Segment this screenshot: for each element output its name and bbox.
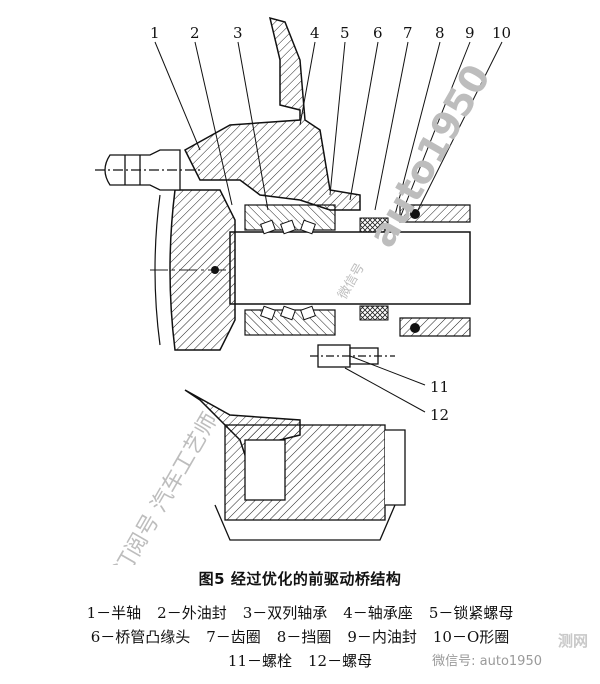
legend-item-12: 12－螺母 — [308, 652, 373, 670]
legend-item-5: 5－锁紧螺母 — [428, 604, 514, 622]
watermark-diagonal-right: auto1950 — [360, 57, 499, 255]
hub-center — [211, 266, 219, 274]
bolt-and-nut — [310, 344, 395, 368]
figure-title: 图5 经过优化的前驱动桥结构 — [198, 570, 402, 588]
legend-item-1: 1－半轴 — [86, 604, 142, 622]
legend-item-7: 7－齿圈 — [206, 628, 261, 646]
watermark-diagonal-left: 请关注 订阅号 汽车工艺师 — [74, 409, 224, 565]
callout-10: 10 — [492, 24, 511, 42]
legend-item-6: 6－桥管凸缘头 — [90, 628, 191, 646]
callout-leaders — [154, 41, 503, 413]
callout-11: 11 — [430, 378, 449, 396]
legend-item-10: 10－O形圈 — [432, 628, 510, 646]
inner-seal-lower — [359, 305, 389, 321]
legend-item-8: 8－挡圈 — [276, 628, 332, 646]
o-ring-upper — [410, 209, 420, 219]
callout-12: 12 — [430, 406, 449, 424]
callout-9: 9 — [465, 24, 475, 42]
callout-8: 8 — [435, 24, 445, 42]
inner-seal-upper — [359, 217, 389, 233]
wheel-stud-nut — [95, 149, 200, 191]
hub-flange — [169, 189, 236, 351]
legend-row-1: 1－半轴 2－外油封 3－双列轴承 4－轴承座 5－锁紧螺母 — [0, 602, 600, 623]
watermark-site: 测网 — [557, 632, 588, 650]
legend-item-4: 4－轴承座 — [343, 604, 413, 622]
legend-item-9: 9－内油封 — [347, 628, 417, 646]
half-shaft — [229, 231, 471, 305]
legend-item-3: 3－双列轴承 — [242, 604, 328, 622]
callout-4: 4 — [310, 24, 320, 42]
upper-housing — [184, 16, 361, 211]
brake-caliper — [214, 424, 406, 541]
legend-row-2: 6－桥管凸缘头 7－齿圈 8－挡圈 9－内油封 10－O形圈 — [0, 626, 600, 647]
watermark-wechat-id: 微信号: auto1950 — [432, 654, 542, 669]
callout-1: 1 — [150, 24, 160, 42]
double-row-bearing — [260, 219, 316, 321]
callout-3: 3 — [233, 24, 243, 42]
hub-flange-outline — [154, 194, 161, 346]
o-ring-lower — [410, 323, 420, 333]
callout-2: 2 — [190, 24, 200, 42]
legend-row-3: 11－螺栓 12－螺母 — [0, 650, 600, 671]
callout-5: 5 — [340, 24, 350, 42]
callout-6: 6 — [373, 24, 383, 42]
axle-tube — [399, 204, 471, 337]
legend-item-11: 11－螺栓 — [227, 652, 292, 670]
legend-item-2: 2－外油封 — [157, 604, 227, 622]
callout-7: 7 — [403, 24, 413, 42]
